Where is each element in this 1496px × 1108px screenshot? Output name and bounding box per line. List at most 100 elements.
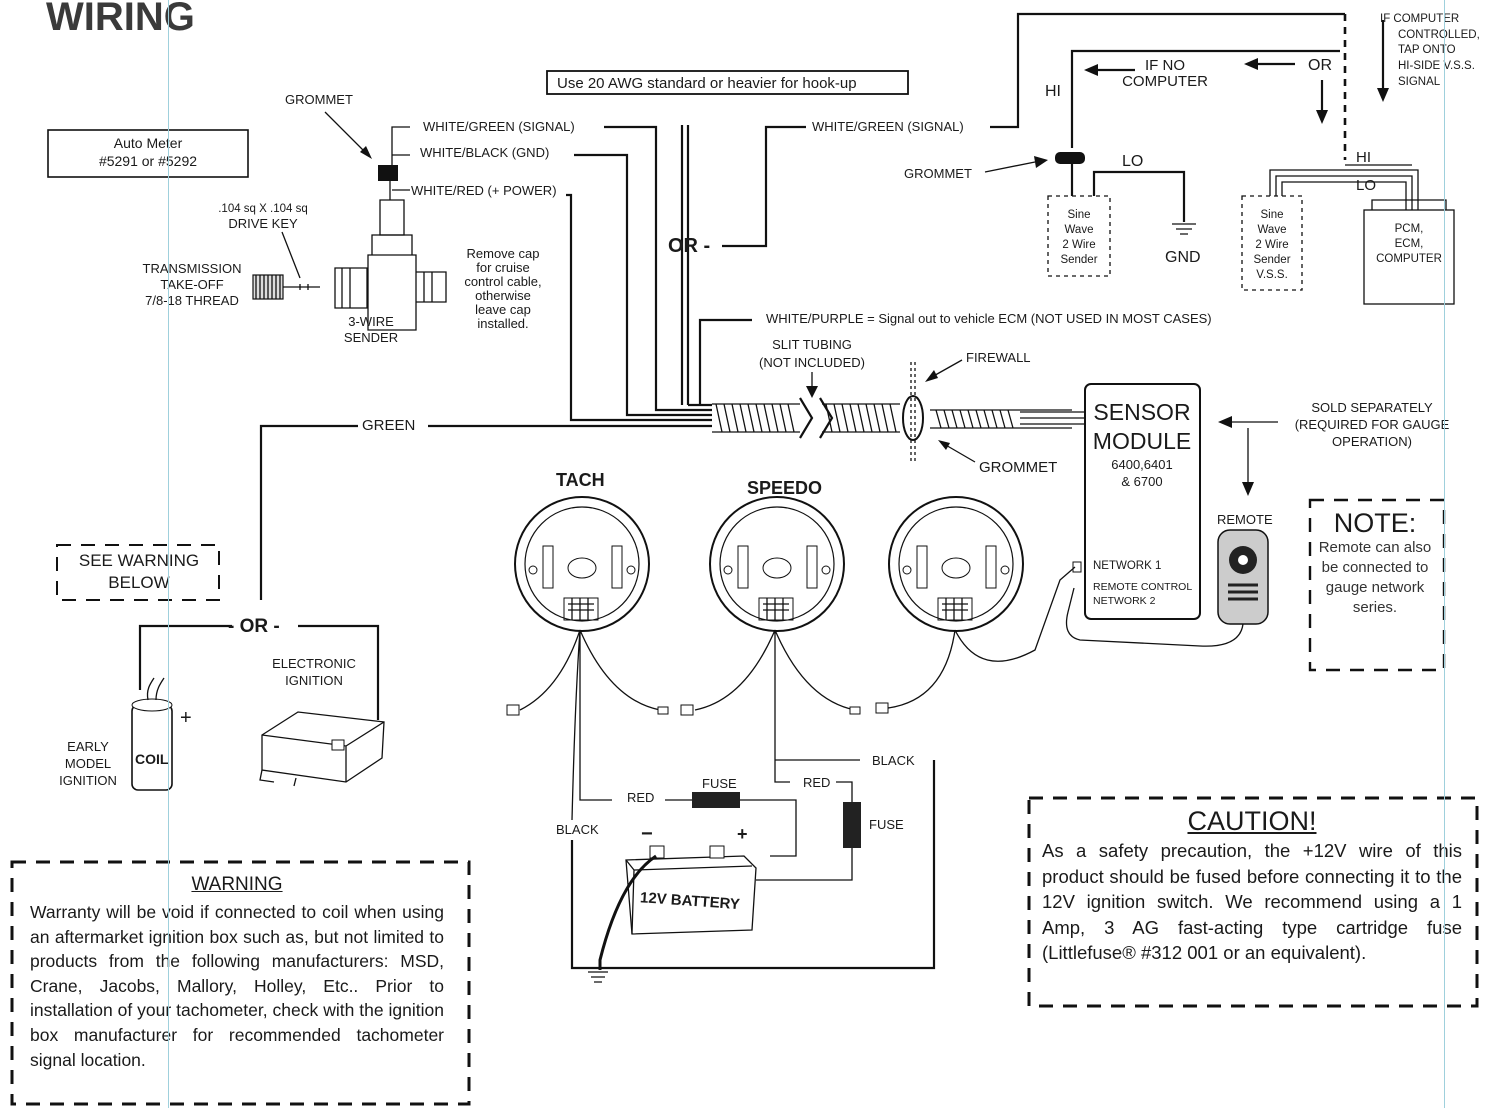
label-speedo: SPEEDO (747, 478, 822, 498)
scan-guide-line-right (1444, 0, 1445, 1108)
warning-box (10, 860, 471, 1106)
coil-plus: + (180, 707, 192, 729)
label-gnd: GND (1165, 249, 1201, 266)
label-sender-1: 3-WIRE (348, 314, 394, 329)
sine-wave-2: Wave (1065, 224, 1094, 236)
label-hi-right: HI (1356, 149, 1371, 166)
remove-cap-2: for cruise (476, 260, 529, 275)
label-white-black-gnd: WHITE/BLACK (GND) (420, 145, 549, 160)
label-if-no-computer-1: IF NO (1145, 57, 1185, 74)
battery-label: 12V BATTERY (639, 889, 740, 913)
electronic-ignition-2: IGNITION (285, 673, 343, 688)
sold-separately-3: OPERATION) (1332, 434, 1412, 449)
sold-separately-1: SOLD SEPARATELY (1311, 400, 1433, 415)
coil: COIL (131, 677, 173, 791)
auto-meter-box: Auto Meter #5291 or #5292 (47, 129, 249, 178)
label-if-no-computer-2: COMPUTER (1122, 73, 1208, 90)
sine-wave-1: Sine (1067, 209, 1090, 221)
remove-cap-6: installed. (477, 316, 528, 331)
battery-minus: − (641, 823, 653, 845)
label-lo-left: LO (1122, 153, 1143, 170)
if-computer-5: SIGNAL (1398, 76, 1441, 88)
label-transmission-3: 7/8-18 THREAD (145, 293, 239, 308)
slit-tubing-2: (NOT INCLUDED) (759, 355, 865, 370)
battery: 12V BATTERY (625, 845, 757, 935)
label-remote: REMOTE (1217, 512, 1273, 527)
module-models-1: 6400,6401 (1111, 457, 1172, 472)
coil-label: COIL (135, 751, 169, 767)
label-grommet-top: GROMMET (904, 166, 972, 181)
label-transmission-1: TRANSMISSION (143, 261, 242, 276)
if-computer-2: CONTROLLED, (1398, 29, 1480, 41)
label-tach: TACH (556, 470, 605, 490)
pcm-box: PCM, ECM, COMPUTER (1363, 199, 1455, 305)
caution-title: CAUTION! (1187, 806, 1317, 836)
network-1: NETWORK 1 (1093, 560, 1161, 572)
slit-tubing (712, 397, 1085, 439)
label-black-left: BLACK (556, 822, 599, 837)
label-hi-left: HI (1045, 83, 1061, 100)
battery-plus: + (737, 824, 748, 844)
sine-vss-5: V.S.S. (1256, 269, 1288, 281)
sold-separately-2: (REQUIRED FOR GAUGE (1295, 417, 1450, 432)
auto-meter-line2: #5291 or #5292 (99, 153, 197, 169)
auto-meter-line1: Auto Meter (114, 135, 183, 151)
label-black-right: BLACK (872, 753, 915, 768)
caution-box (1027, 796, 1479, 1008)
sine-vss-3: 2 Wire (1255, 239, 1288, 251)
label-firewall: FIREWALL (966, 350, 1031, 365)
sensor-module-1: SENSOR (1093, 399, 1190, 425)
sine-vss-4: Sender (1253, 254, 1290, 266)
third-gauge (888, 496, 1024, 632)
label-fuse-right: FUSE (869, 817, 904, 832)
firewall (902, 362, 924, 462)
label-red-left: RED (627, 790, 654, 805)
note-body: Remote can also be connected to gauge ne… (1318, 539, 1432, 616)
label-white-green-signal-2: WHITE/GREEN (SIGNAL) (812, 119, 964, 134)
if-computer-3: TAP ONTO (1398, 44, 1456, 56)
hookup-note-text: Use 20 AWG standard or heavier for hook-… (557, 75, 857, 92)
label-white-purple: WHITE/PURPLE = Signal out to vehicle ECM… (766, 311, 1212, 326)
speedo-gauge (709, 496, 845, 632)
see-warning-2: BELOW (108, 573, 169, 592)
if-computer-note: IF COMPUTER CONTROLLED, TAP ONTO HI-SIDE… (1380, 13, 1480, 88)
label-grommet-firewall: GROMMET (979, 459, 1057, 476)
warning-body: Warranty will be void if connected to co… (30, 902, 444, 1070)
label-or-middle: OR - (668, 235, 710, 257)
sensor-module: SENSOR MODULE 6400,6401 & 6700 NETWORK 1… (1072, 383, 1201, 620)
hookup-note: Use 20 AWG standard or heavier for hook-… (546, 70, 909, 95)
pcm-2: ECM, (1395, 238, 1424, 250)
network-2: NETWORK 2 (1093, 595, 1156, 607)
remove-cap-3: control cable, (464, 274, 541, 289)
early-model-2: MODEL (65, 756, 111, 771)
tach-gauge (514, 496, 650, 632)
sine-vss-2: Wave (1258, 224, 1287, 236)
warning-title: WARNING (191, 874, 283, 895)
slit-tubing-1: SLIT TUBING (772, 337, 852, 352)
label-or-top: OR (1308, 57, 1332, 74)
page-title: WIRING (46, 0, 195, 39)
pcm-3: COMPUTER (1376, 253, 1442, 265)
see-warning-1: SEE WARNING (79, 551, 199, 570)
label-white-red-power: WHITE/RED (+ POWER) (411, 183, 557, 198)
early-model-1: EARLY (67, 739, 109, 754)
remove-cap-5: leave cap (475, 302, 531, 317)
sensor-module-2: MODULE (1093, 428, 1191, 454)
scan-guide-line-left (168, 0, 169, 1108)
three-wire-sender (252, 165, 447, 331)
remote-control (1217, 529, 1269, 625)
label-drive-key-1: .104 sq X .104 sq (218, 203, 308, 215)
label-transmission-2: TAKE-OFF (160, 277, 223, 292)
label-fuse-left: FUSE (702, 776, 737, 791)
electronic-ignition-box (259, 711, 385, 787)
if-computer-1: IF COMPUTER (1380, 13, 1459, 25)
label-green: GREEN (362, 417, 415, 434)
sine-wave-4: Sender (1060, 254, 1097, 266)
label-grommet-sender: GROMMET (285, 92, 353, 107)
caution-body: As a safety precaution, the +12V wire of… (1042, 840, 1462, 963)
module-models-2: & 6700 (1121, 474, 1162, 489)
label-lo-right: LO (1356, 177, 1376, 194)
note-title: NOTE: (1333, 508, 1417, 538)
electronic-ignition-1: ELECTRONIC (272, 656, 356, 671)
